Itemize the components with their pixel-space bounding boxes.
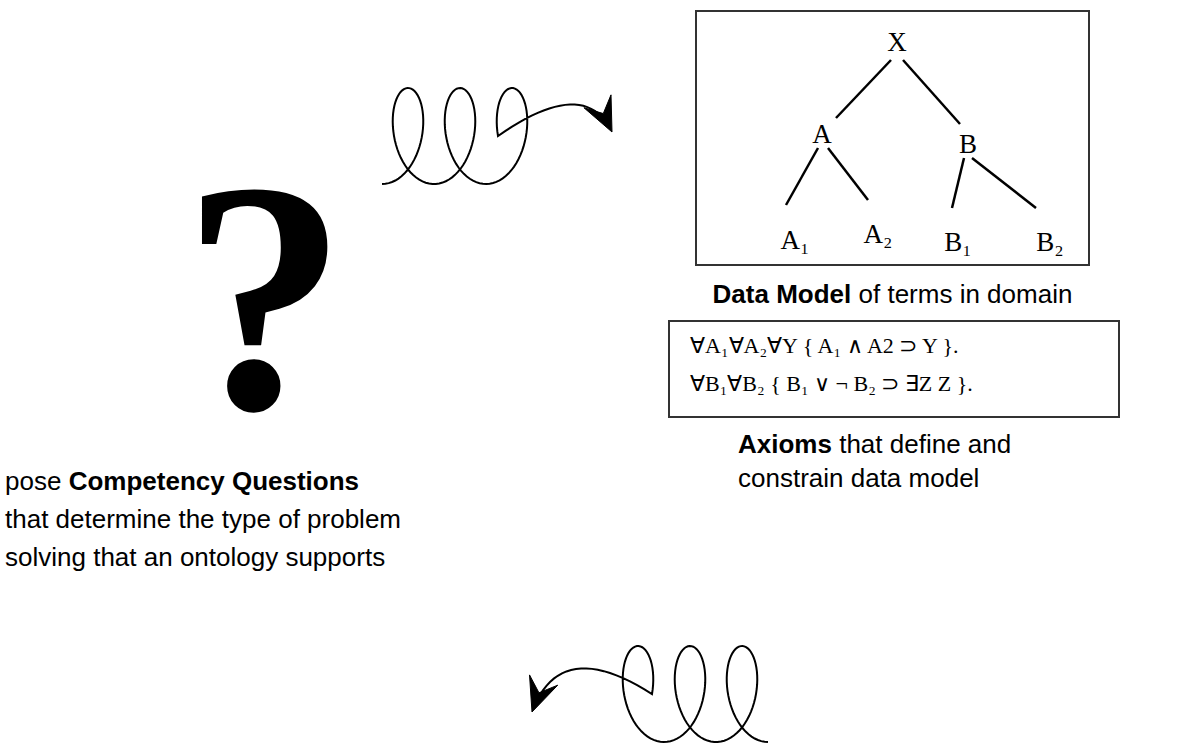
spiral-line [382, 88, 604, 184]
tree-branch [836, 60, 891, 118]
question-mark: ? [182, 132, 347, 462]
competency-text: pose Competency Questions that determine t… [5, 462, 485, 576]
competency-heading: Competency Questions [69, 466, 359, 496]
caption-heading: Data Model [713, 279, 852, 309]
spiral-arrows [382, 88, 768, 742]
arrowhead [584, 95, 612, 132]
term: A [812, 121, 832, 148]
caption-text: of terms in domain [859, 279, 1073, 309]
tree-branch [903, 60, 960, 124]
axiom-formula: ∀B₁∀B₂ { B₁ ∨ ¬ B₂ ⊃ ∃Z Z }. [690, 371, 973, 397]
caption-heading: Axioms [738, 429, 832, 459]
root-term: X [887, 29, 907, 56]
leaf-term: B₂ [1036, 229, 1063, 256]
arrowhead [530, 675, 558, 712]
term: B [959, 131, 977, 158]
tree-branch [828, 148, 868, 200]
leaf-term: A₂ [864, 221, 893, 248]
leaf-term: B₁ [944, 229, 971, 256]
competency-note: that determine the type of problem solvi… [5, 500, 485, 576]
node-caption: Data Modelof terms in domain [635, 278, 1150, 312]
tree-branch [952, 158, 964, 208]
data-model-box: XABA₁A₂B₁B₂Data Modelof terms in domain [695, 10, 1090, 266]
spiral-line [540, 646, 768, 742]
tree-branch [972, 158, 1036, 208]
axioms-box: ∀A₁∀A₂∀Y { A₁ ∧ A2 ⊃ Y }. ∀B₁∀B₂ { B₁ ∨ ¬… [668, 320, 1120, 418]
leaf-term: A₁ [781, 227, 810, 254]
tree-lines [786, 60, 1036, 208]
competency-note: pose [5, 466, 61, 496]
axiom-formula: ∀A₁∀A₂∀Y { A₁ ∧ A2 ⊃ Y }. [690, 333, 959, 359]
node-caption: Axiomsthat define and constrain data mod… [738, 428, 1098, 496]
tree-branch [786, 148, 818, 205]
